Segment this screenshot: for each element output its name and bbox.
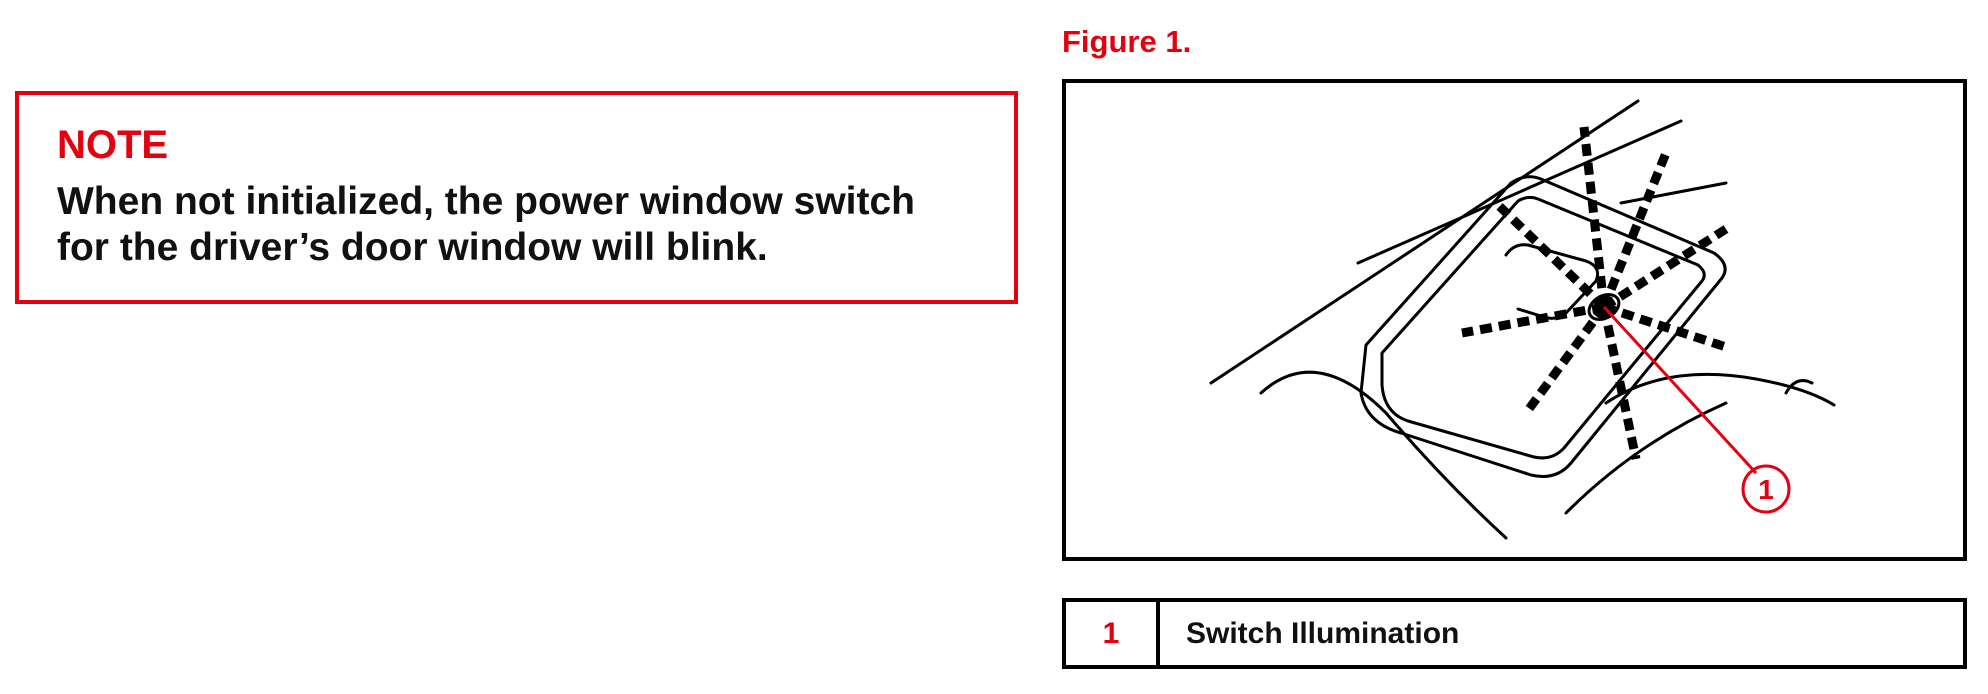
blink-ray bbox=[1492, 199, 1608, 311]
note-title: NOTE bbox=[57, 123, 169, 167]
door-panel-edge-upper bbox=[1209, 99, 1640, 385]
blink-ray bbox=[1461, 302, 1605, 338]
legend-number: 1 bbox=[1066, 602, 1160, 665]
figure-title: Figure 1. bbox=[1062, 24, 1192, 59]
note-text-line-2: for the driver’s door window will blink. bbox=[57, 226, 768, 269]
blink-ray bbox=[1599, 151, 1671, 309]
switch-key bbox=[1504, 243, 1600, 320]
blink-ray bbox=[1602, 302, 1728, 352]
small-hook bbox=[1784, 379, 1814, 395]
note-box: NOTE When not initialized, the power win… bbox=[15, 91, 1018, 304]
switch-bezel-outer bbox=[1359, 175, 1727, 478]
lower-panel-contour bbox=[1604, 372, 1836, 407]
blink-ray bbox=[1599, 306, 1641, 460]
note-text: When not initialized, the power window s… bbox=[57, 179, 978, 271]
callout-circle bbox=[1741, 464, 1791, 514]
blink-ray bbox=[1601, 225, 1729, 311]
note-text-line-1: When not initialized, the power window s… bbox=[57, 180, 915, 223]
legend-label: Switch Illumination bbox=[1186, 616, 1460, 650]
switch-bezel-inner bbox=[1380, 195, 1706, 460]
lower-panel-contour-2 bbox=[1564, 401, 1728, 515]
callout-leader-line bbox=[1602, 305, 1758, 475]
blink-ray bbox=[1579, 126, 1609, 308]
armrest-curve bbox=[1259, 370, 1508, 540]
legend-table: 1 Switch Illumination bbox=[1062, 598, 1967, 669]
door-panel-edge-lower bbox=[1356, 119, 1683, 265]
figure-frame: 1 bbox=[1062, 79, 1967, 561]
switch-illustration: 1 bbox=[1209, 99, 1836, 540]
blink-rays bbox=[1461, 126, 1729, 460]
blink-ray bbox=[1522, 304, 1608, 416]
door-panel-edge-right bbox=[1619, 181, 1728, 205]
callout-number: 1 bbox=[1758, 474, 1774, 505]
